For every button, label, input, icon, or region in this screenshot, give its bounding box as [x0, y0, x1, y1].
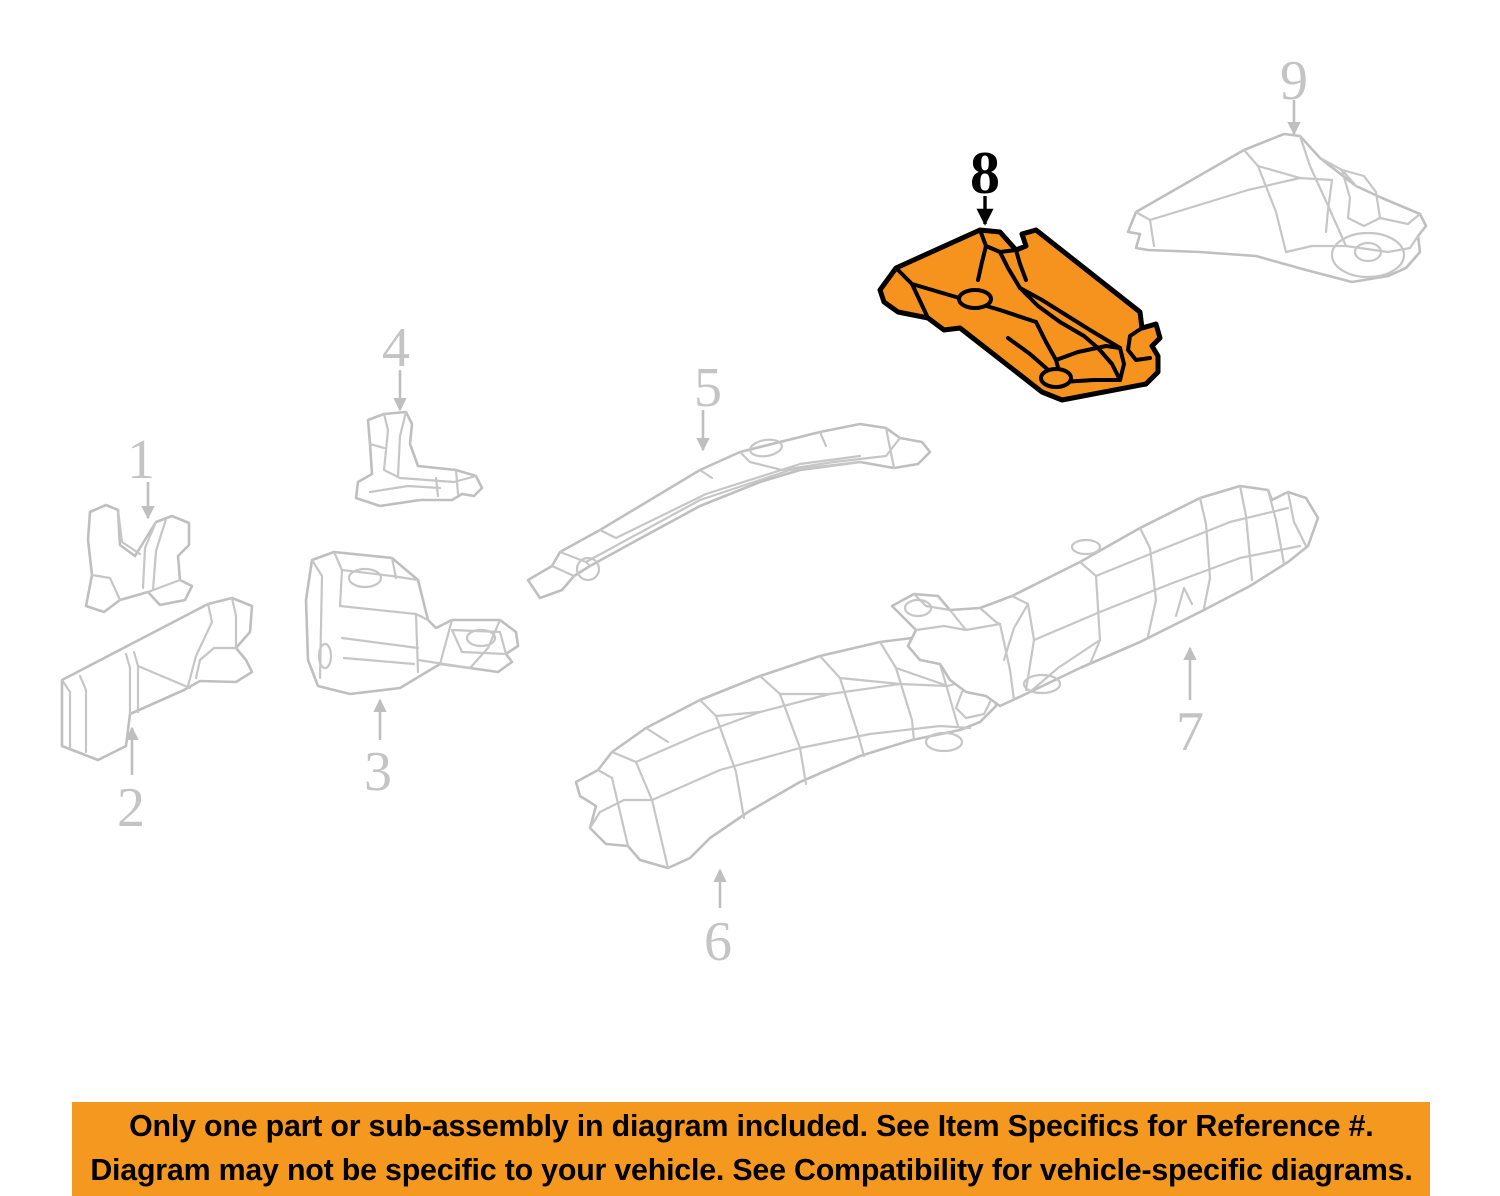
callout-1-label: 1	[127, 429, 155, 491]
callout-9: 9	[1280, 50, 1308, 136]
part-2-shape	[60, 596, 254, 762]
callout-5-label: 5	[694, 357, 722, 419]
callout-8: 8	[970, 140, 1000, 226]
callout-7: 7	[1176, 646, 1204, 763]
callout-1: 1	[127, 429, 155, 520]
part-1-shape	[84, 503, 194, 614]
part-4-shape	[354, 410, 484, 508]
callout-9-label: 9	[1280, 50, 1308, 112]
part-8-shape-highlighted	[877, 227, 1163, 403]
callout-4-label: 4	[382, 317, 410, 379]
part-9-shape	[1126, 132, 1428, 284]
callout-5: 5	[694, 357, 722, 452]
part-3-shape	[304, 550, 520, 696]
callout-7-label: 7	[1176, 701, 1204, 763]
callout-2-label: 2	[117, 777, 145, 839]
callout-6-label: 6	[704, 911, 732, 973]
callout-3: 3	[364, 698, 392, 803]
callout-4: 4	[382, 317, 410, 412]
callout-6: 6	[704, 868, 732, 973]
callout-3-label: 3	[364, 741, 392, 803]
disclaimer-banner: Only one part or sub-assembly in diagram…	[72, 1102, 1430, 1196]
callout-2: 2	[117, 726, 145, 839]
part-7-shape	[890, 484, 1320, 708]
part-6-shape	[574, 634, 998, 870]
callout-8-label: 8	[970, 140, 1000, 206]
disclaimer-line-1: Only one part or sub-assembly in diagram…	[128, 1109, 1374, 1143]
disclaimer-line-2: Diagram may not be specific to your vehi…	[89, 1153, 1413, 1187]
part-5-shape	[526, 422, 932, 600]
